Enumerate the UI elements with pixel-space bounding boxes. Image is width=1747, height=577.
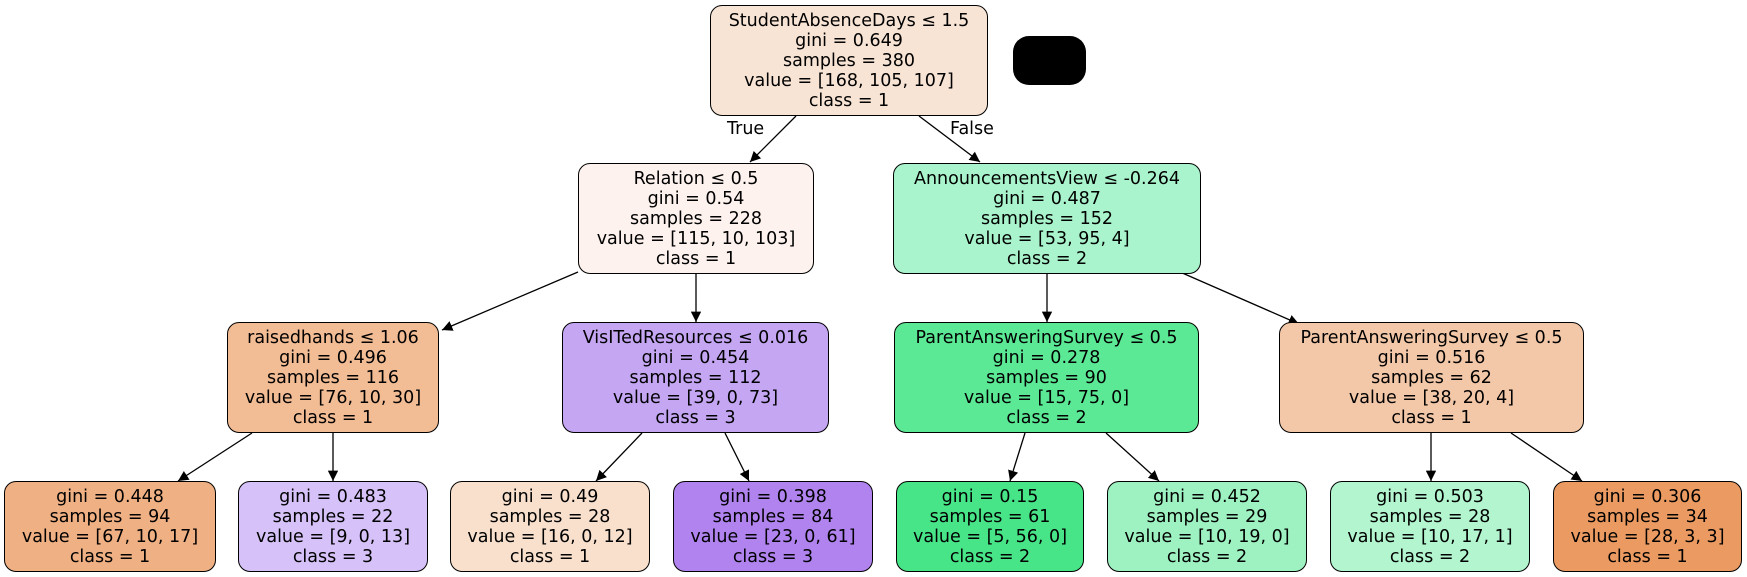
node-text-line: value = [10, 17, 1] [1347,526,1513,547]
edge-n5-n12 [1105,432,1160,482]
node-text-line: raisedhands ≤ 1.06 [247,327,419,348]
node-text-line: class = 1 [808,90,890,111]
node-text-line: value = [39, 0, 73] [612,387,779,408]
node-text-line: class = 2 [1166,546,1248,567]
node-text-line: samples = 28 [489,506,611,527]
tree-leaf-8: gini = 0.306 samples = 34 value = [28, 3… [1553,481,1742,572]
black-rounded-shape [1013,36,1086,85]
node-text-line: value = [16, 0, 12] [467,526,633,547]
edge-n4-n10 [724,432,750,482]
edge-n2-n6 [1179,271,1300,325]
node-text-line: gini = 0.516 [1377,347,1486,368]
tree-node-visited-resources: VisITedResources ≤ 0.016 gini = 0.454 sa… [562,322,829,433]
node-text-line: class = 2 [1389,546,1471,567]
edge-label-false: False [950,119,994,139]
node-text-line: class = 1 [69,546,151,567]
node-text-line: value = [5, 56, 0] [912,526,1068,547]
node-text-line: gini = 0.452 [1153,486,1261,507]
tree-node-announcements-view: AnnouncementsView ≤ -0.264 gini = 0.487 … [893,163,1201,274]
tree-leaf-3: gini = 0.49 samples = 28 value = [16, 0,… [450,481,650,572]
node-text-line: gini = 0.54 [647,188,745,209]
tree-node-parent-survey-left: ParentAnsweringSurvey ≤ 0.5 gini = 0.278… [894,322,1199,433]
edge-n0-n1 [749,115,797,163]
node-text-line: class = 2 [1006,407,1087,428]
node-text-line: samples = 380 [783,50,915,71]
tree-leaf-6: gini = 0.452 samples = 29 value = [10, 1… [1107,481,1307,572]
node-text-line: value = [9, 0, 13] [255,526,411,547]
tree-node-parent-survey-right: ParentAnsweringSurvey ≤ 0.5 gini = 0.516… [1279,322,1584,433]
node-text-line: gini = 0.503 [1376,486,1484,507]
node-text-line: samples = 90 [986,367,1107,388]
node-text-line: value = [115, 10, 103] [596,228,796,249]
node-text-line: value = [10, 19, 0] [1124,526,1290,547]
node-text-line: samples = 84 [712,506,834,527]
node-text-line: samples = 62 [1371,367,1492,388]
tree-leaf-4: gini = 0.398 samples = 84 value = [23, 0… [673,481,873,572]
node-text-line: value = [67, 10, 17] [21,526,199,547]
node-text-line: samples = 28 [1369,506,1491,527]
tree-node-raisedhands: raisedhands ≤ 1.06 gini = 0.496 samples … [227,322,439,433]
node-text-line: AnnouncementsView ≤ -0.264 [913,168,1181,189]
node-text-line: samples = 34 [1587,506,1708,527]
node-text-line: class = 1 [509,546,591,567]
node-text-line: samples = 228 [630,208,762,229]
node-text-line: value = [53, 95, 4] [964,228,1130,249]
edge-n5-n11 [1008,432,1026,482]
edge-n4-n9 [595,432,643,482]
node-text-line: ParentAnsweringSurvey ≤ 0.5 [1300,327,1563,348]
node-text-line: class = 3 [732,546,814,567]
node-text-line: value = [168, 105, 107] [744,70,954,91]
node-text-line: samples = 152 [981,208,1113,229]
node-text-line: samples = 22 [272,506,394,527]
tree-node-root: StudentAbsenceDays ≤ 1.5 gini = 0.649 sa… [710,5,988,116]
node-text-line: samples = 94 [49,506,171,527]
node-text-line: VisITedResources ≤ 0.016 [582,327,809,348]
node-text-line: StudentAbsenceDays ≤ 1.5 [728,10,970,31]
edge-label-true: True [727,119,765,139]
node-text-line: class = 2 [949,546,1031,567]
node-text-line: gini = 0.398 [719,486,827,507]
tree-leaf-7: gini = 0.503 samples = 28 value = [10, 1… [1330,481,1530,572]
node-text-line: gini = 0.454 [641,347,750,368]
node-text-line: ParentAnsweringSurvey ≤ 0.5 [915,327,1178,348]
edge-n0-n2 [918,115,981,163]
tree-node-relation: Relation ≤ 0.5 gini = 0.54 samples = 228… [578,163,814,274]
node-text-line: gini = 0.496 [279,347,387,368]
node-text-line: gini = 0.49 [501,486,599,507]
node-text-line: samples = 116 [267,367,399,388]
node-text-line: samples = 112 [629,367,762,388]
node-text-line: gini = 0.306 [1593,486,1702,507]
node-text-line: Relation ≤ 0.5 [633,168,759,189]
node-text-line: samples = 61 [929,506,1051,527]
node-text-line: value = [28, 3, 3] [1570,526,1725,547]
node-text-line: gini = 0.278 [992,347,1101,368]
node-text-line: gini = 0.649 [795,30,903,51]
node-text-line: class = 1 [1391,407,1472,428]
edge-n1-n3 [441,271,579,331]
node-text-line: value = [38, 20, 4] [1348,387,1515,408]
node-text-line: value = [23, 0, 61] [690,526,856,547]
node-text-line: gini = 0.483 [279,486,387,507]
node-text-line: gini = 0.448 [56,486,164,507]
node-text-line: value = [15, 75, 0] [963,387,1130,408]
edge-n3-n7 [177,432,253,482]
node-text-line: class = 1 [1607,546,1688,567]
node-text-line: class = 3 [292,546,374,567]
tree-leaf-5: gini = 0.15 samples = 61 value = [5, 56,… [896,481,1084,572]
node-text-line: class = 3 [655,407,736,428]
node-text-line: class = 1 [655,248,737,269]
node-text-line: class = 1 [292,407,374,428]
tree-leaf-1: gini = 0.448 samples = 94 value = [67, 1… [4,481,216,572]
node-text-line: samples = 29 [1146,506,1268,527]
node-text-line: class = 2 [1006,248,1088,269]
node-text-line: gini = 0.15 [941,486,1039,507]
edge-n6-n14 [1510,432,1583,482]
node-text-line: value = [76, 10, 30] [244,387,422,408]
tree-leaf-2: gini = 0.483 samples = 22 value = [9, 0,… [238,481,428,572]
node-text-line: gini = 0.487 [993,188,1101,209]
